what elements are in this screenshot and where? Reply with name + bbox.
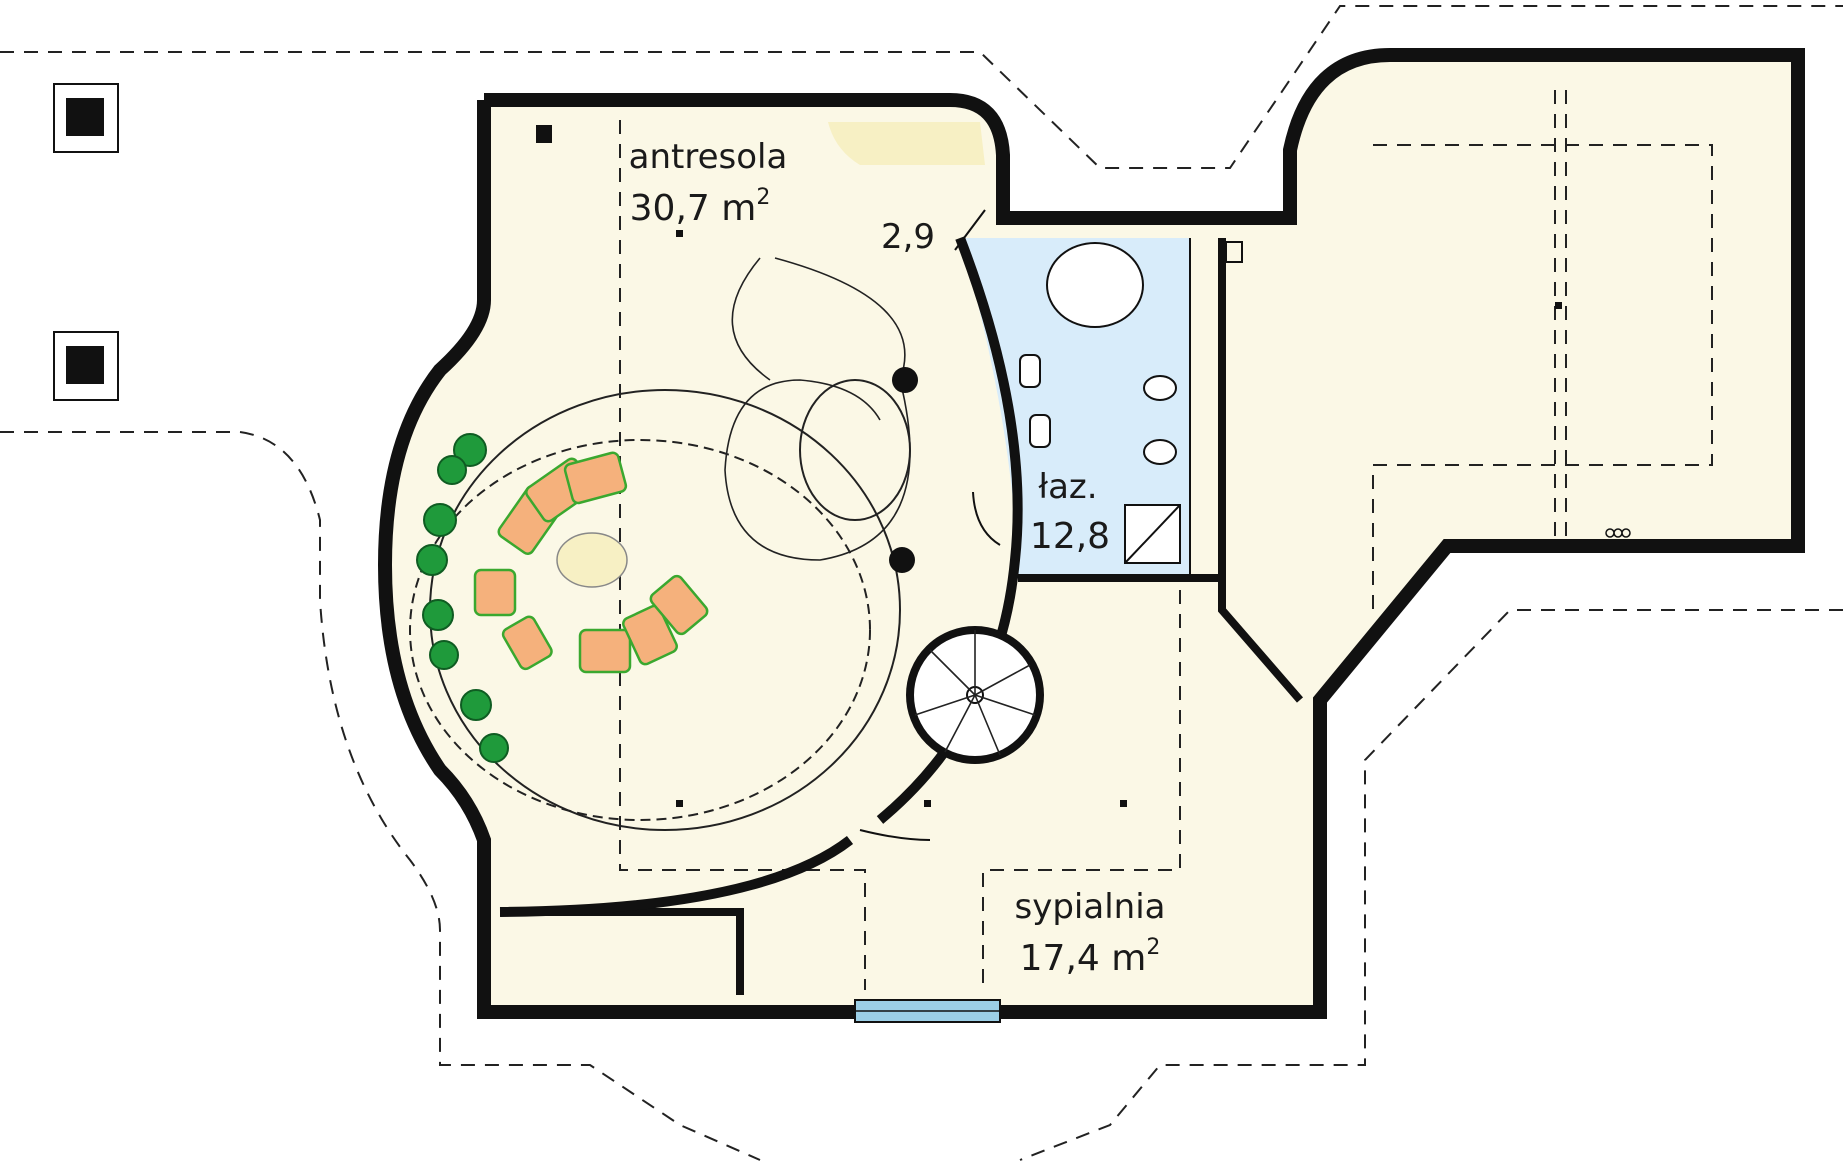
label-antresola: antresola 30,7 m2	[629, 137, 788, 229]
doors	[859, 209, 1001, 841]
sofa-group	[473, 451, 709, 674]
chimney-left-top	[53, 83, 119, 153]
label-landing: 2,9	[881, 217, 935, 257]
svg-text:30,7 m2: 30,7 m2	[630, 185, 771, 229]
interior-dashed-lines	[619, 90, 1713, 990]
svg-text:17,4 m2: 17,4 m2	[1020, 935, 1161, 979]
label-bathroom: łaz. 12,8	[1030, 467, 1110, 557]
main-staircase	[724, 257, 918, 573]
bedroom-name: sypialnia	[1015, 887, 1166, 927]
antresola-area: 30,7 m	[630, 188, 757, 229]
bedroom-area: 17,4 m	[1020, 938, 1147, 979]
window	[854, 999, 1001, 1023]
bathroom-name: łaz.	[1038, 467, 1097, 507]
landing-area: 2,9	[881, 217, 935, 257]
plants	[416, 433, 509, 763]
antresola-name: antresola	[629, 137, 788, 177]
chimney-left-bottom	[53, 331, 119, 401]
bathroom-fixtures	[1019, 242, 1181, 564]
walls	[377, 48, 1805, 1019]
bathroom-area: 12,8	[1030, 516, 1110, 557]
bedroom-area-sup: 2	[1146, 935, 1160, 960]
label-bedroom: sypialnia 17,4 m2	[1015, 887, 1166, 979]
roof-outline	[0, 5, 1843, 1161]
markers	[536, 125, 1631, 807]
antresola-area-sup: 2	[756, 185, 770, 210]
small-spiral-staircase	[906, 626, 1044, 764]
